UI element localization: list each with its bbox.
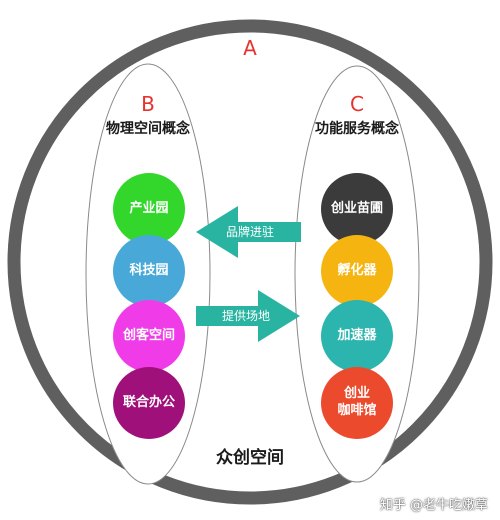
node-label: 创客空间: [122, 327, 175, 343]
arrow-label-bottom: 提供场地: [222, 309, 271, 323]
right-panel-title: 功能服务概念: [315, 121, 399, 137]
node-label: 科技园: [129, 262, 169, 278]
left-panel-title: 物理空间概念: [106, 121, 190, 137]
label-c: C: [350, 92, 364, 116]
watermark: 知乎 @老牛吃嫩草: [379, 498, 488, 513]
node-label: 加速器: [337, 327, 377, 343]
node-chuangke: 创客空间: [113, 300, 185, 372]
arrow-label-top: 品牌进驻: [226, 225, 275, 239]
caption-zhongchuang: 众创空间: [216, 448, 284, 468]
node-lianhe: 联合办公: [113, 367, 185, 439]
node-kafeiguan: 创业 咖啡馆: [321, 367, 393, 439]
label-b: B: [141, 92, 155, 116]
label-a: A: [243, 36, 257, 60]
node-label: 孵化器: [337, 262, 377, 278]
arrow-right-shape: [196, 290, 300, 342]
node-label: 创业 咖啡馆: [337, 386, 377, 418]
outer-ring: [7, 19, 493, 505]
node-miaopu: 创业苗圃: [321, 173, 393, 245]
node-label: 创业苗圃: [330, 200, 383, 216]
node-kejiyuan: 科技园: [113, 235, 185, 307]
node-jiasuqi: 加速器: [321, 300, 393, 372]
node-fuhuaqi: 孵化器: [321, 235, 393, 307]
arrow-left-shape: [196, 206, 301, 258]
node-chanyeyuan: 产业园: [113, 173, 185, 245]
node-label: 产业园: [129, 200, 169, 216]
node-label: 联合办公: [122, 394, 175, 410]
